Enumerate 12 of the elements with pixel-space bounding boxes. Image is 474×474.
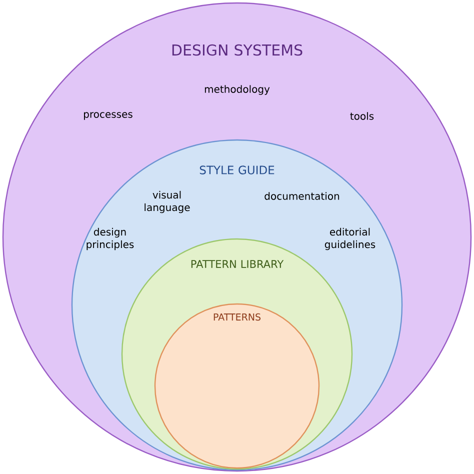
- region-label: processes: [84, 112, 132, 120]
- region-label: visual language: [144, 190, 190, 214]
- region-label: tools: [350, 112, 374, 120]
- region-heading: DESIGN SYSTEMS: [172, 44, 302, 56]
- region-label: editorial guidelines: [324, 228, 376, 250]
- region-label: design principles: [86, 228, 134, 250]
- region-heading: PATTERNS: [214, 313, 261, 321]
- innermost-circle: [154, 303, 320, 469]
- region-heading: PATTERN LIBRARY: [191, 260, 284, 268]
- region-heading: STYLE GUIDE: [200, 166, 274, 174]
- region-label: methodology: [204, 85, 270, 95]
- region-label: documentation: [264, 192, 340, 200]
